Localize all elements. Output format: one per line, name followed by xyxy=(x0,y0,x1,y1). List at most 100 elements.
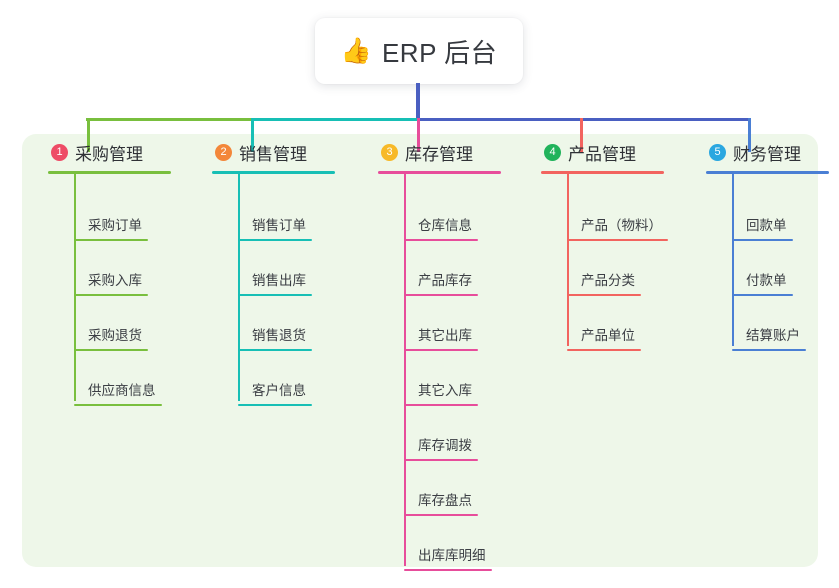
branch-item[interactable]: 销售退货 xyxy=(238,324,312,351)
branch-column-3: 3 库存管理仓库信息产品库存其它出库其它入库库存调拨库存盘点出库库明细 xyxy=(378,140,501,571)
branch-spine-2 xyxy=(238,174,240,401)
branch-spine-3 xyxy=(404,174,406,566)
branch-item-label: 库存调拨 xyxy=(418,438,472,453)
branch-item-label: 产品库存 xyxy=(418,273,472,288)
branch-item-underline xyxy=(74,404,162,406)
branch-title-3: 库存管理 xyxy=(405,144,473,164)
branch-header-3[interactable]: 3 库存管理 xyxy=(378,140,501,164)
branch-item-label: 出库库明细 xyxy=(418,548,486,563)
branch-item[interactable]: 结算账户 xyxy=(732,324,806,351)
branch-spine-5 xyxy=(732,174,734,346)
branch-item-underline xyxy=(404,514,478,516)
branch-header-1[interactable]: 1 采购管理 xyxy=(48,140,171,164)
branch-underline-4 xyxy=(541,171,664,174)
branch-badge-4: 4 xyxy=(544,143,561,161)
branch-item-underline xyxy=(404,404,478,406)
branch-item-underline xyxy=(404,349,478,351)
branch-item-underline xyxy=(404,459,478,461)
branch-item-label: 结算账户 xyxy=(746,328,800,343)
branch-item-label: 产品（物料） xyxy=(581,218,662,233)
root-stem xyxy=(416,83,420,121)
branch-item-underline xyxy=(238,294,312,296)
branch-header-4[interactable]: 4 产品管理 xyxy=(541,140,664,164)
branch-underline-1 xyxy=(48,171,171,174)
branch-item[interactable]: 出库库明细 xyxy=(404,544,492,571)
branch-underline-2 xyxy=(212,171,335,174)
branch-item[interactable]: 其它入库 xyxy=(404,379,478,406)
branch-item[interactable]: 采购退货 xyxy=(74,324,148,351)
branch-item-label: 其它出库 xyxy=(418,328,472,343)
branch-item-underline xyxy=(238,239,312,241)
branch-column-1: 1 采购管理采购订单采购入库采购退货供应商信息 xyxy=(48,140,171,406)
connector-drop-3 xyxy=(417,118,420,152)
branch-item-label: 销售订单 xyxy=(252,218,306,233)
branch-item-underline xyxy=(567,349,641,351)
branch-header-2[interactable]: 2 销售管理 xyxy=(212,140,335,164)
branch-item-label: 库存盘点 xyxy=(418,493,472,508)
branch-item-underline xyxy=(74,294,148,296)
branch-title-2: 销售管理 xyxy=(239,144,307,164)
branch-badge-5: 5 xyxy=(709,143,726,161)
root-title: ERP 后台 xyxy=(381,37,498,68)
thumbs-up-icon: 👍 xyxy=(340,36,372,65)
branch-item-underline xyxy=(74,239,148,241)
branch-item-underline xyxy=(732,294,793,296)
branch-items-1: 采购订单采购入库采购退货供应商信息 xyxy=(48,174,171,406)
branch-item-underline xyxy=(404,294,478,296)
branch-item-label: 其它入库 xyxy=(418,383,472,398)
branch-title-1: 采购管理 xyxy=(75,144,143,164)
branch-item[interactable]: 采购订单 xyxy=(74,214,148,241)
branch-item[interactable]: 客户信息 xyxy=(238,379,312,406)
branch-title-4: 产品管理 xyxy=(568,144,636,164)
branch-item-label: 客户信息 xyxy=(252,383,306,398)
branch-item-label: 采购入库 xyxy=(88,273,142,288)
connector-segment-green xyxy=(86,118,252,121)
branch-item-underline xyxy=(404,239,478,241)
branch-item[interactable]: 产品库存 xyxy=(404,269,478,296)
branch-item-label: 产品单位 xyxy=(581,328,635,343)
branch-item-label: 回款单 xyxy=(746,218,787,233)
branch-badge-2: 2 xyxy=(215,143,232,161)
branch-item-label: 产品分类 xyxy=(581,273,635,288)
connector-segment-teal xyxy=(252,118,418,121)
branch-item[interactable]: 供应商信息 xyxy=(74,379,162,406)
branch-item-underline xyxy=(732,239,793,241)
branch-underline-5 xyxy=(706,171,829,174)
branch-item-underline xyxy=(238,349,312,351)
connector-segment-blue xyxy=(418,118,751,121)
branch-items-2: 销售订单销售出库销售退货客户信息 xyxy=(212,174,335,406)
root-node[interactable]: 👍 ERP 后台 xyxy=(315,18,523,84)
branch-item-label: 采购退货 xyxy=(88,328,142,343)
branch-item[interactable]: 库存调拨 xyxy=(404,434,478,461)
branch-badge-1: 1 xyxy=(51,143,68,161)
branch-item[interactable]: 其它出库 xyxy=(404,324,478,351)
branch-item-underline xyxy=(404,569,492,571)
branch-item[interactable]: 产品单位 xyxy=(567,324,641,351)
branch-item[interactable]: 产品分类 xyxy=(567,269,641,296)
branch-item-label: 付款单 xyxy=(746,273,787,288)
branch-item-underline xyxy=(567,294,641,296)
branch-item[interactable]: 库存盘点 xyxy=(404,489,478,516)
root-node-content: 👍 ERP 后台 xyxy=(341,33,497,70)
branch-item[interactable]: 采购入库 xyxy=(74,269,148,296)
branch-items-4: 产品（物料） 产品分类产品单位 xyxy=(541,174,668,351)
connector-drop-1 xyxy=(87,118,90,152)
branch-item[interactable]: 付款单 xyxy=(732,269,793,296)
branch-badge-3: 3 xyxy=(381,143,398,161)
branch-item[interactable]: 仓库信息 xyxy=(404,214,478,241)
branch-item-label: 仓库信息 xyxy=(418,218,472,233)
branch-item[interactable]: 回款单 xyxy=(732,214,793,241)
branch-column-4: 4 产品管理产品（物料） 产品分类产品单位 xyxy=(541,140,668,351)
branch-item-underline xyxy=(567,239,668,241)
connector-drop-4 xyxy=(580,118,583,152)
branch-item-underline xyxy=(732,349,806,351)
branch-item[interactable]: 销售出库 xyxy=(238,269,312,296)
branch-item-underline xyxy=(238,404,312,406)
branch-items-5: 回款单付款单结算账户 xyxy=(706,174,829,351)
branch-item[interactable]: 销售订单 xyxy=(238,214,312,241)
branch-item[interactable]: 产品（物料） xyxy=(567,214,668,241)
connector-drop-2 xyxy=(251,118,254,152)
